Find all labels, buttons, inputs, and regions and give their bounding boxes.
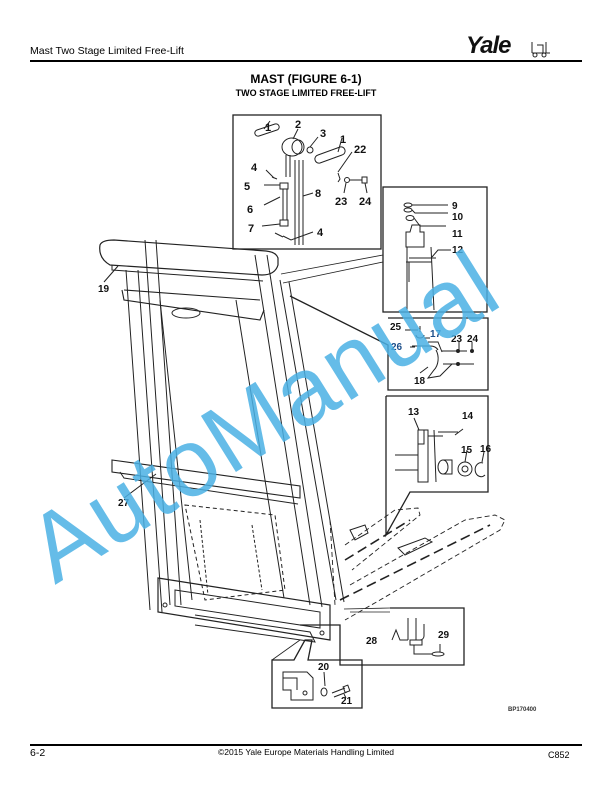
callout-12: 12 <box>452 245 464 256</box>
callout-14: 14 <box>462 411 474 422</box>
callout-13: 13 <box>408 407 420 418</box>
yale-logo: Yale <box>466 32 511 59</box>
header-rule <box>30 60 582 62</box>
callout-6: 6 <box>247 204 253 216</box>
callout-23a: 23 <box>335 196 347 208</box>
callout-17: 17 <box>430 329 442 340</box>
detail-box-roller <box>385 395 489 538</box>
callout-3: 3 <box>320 128 326 140</box>
callout-24b: 24 <box>467 334 479 345</box>
callout-27: 27 <box>118 498 130 509</box>
callout-25: 25 <box>390 322 402 333</box>
callout-29: 29 <box>438 630 450 641</box>
callout-7: 7 <box>248 223 254 235</box>
callout-21: 21 <box>341 696 353 707</box>
callout-28: 28 <box>366 636 378 647</box>
copyright: ©2015 Yale Europe Materials Handling Lim… <box>217 747 395 757</box>
figure-title: MAST (FIGURE 6-1) <box>250 72 362 86</box>
callout-22: 22 <box>354 144 366 156</box>
callout-23b: 23 <box>451 334 463 345</box>
detail-box-cylinder <box>382 186 488 313</box>
detail-box-chain-anchor <box>232 114 382 250</box>
figure-subtitle: TWO STAGE LIMITED FREE-LIFT <box>235 88 377 98</box>
callout-9: 9 <box>452 201 458 212</box>
detail-box-fork-stop <box>300 607 465 666</box>
callout-1a: 1 <box>265 122 271 134</box>
callout-8: 8 <box>315 188 321 200</box>
footer-rule <box>30 744 582 746</box>
callout-4a: 4 <box>251 162 258 174</box>
callout-11: 11 <box>452 229 463 240</box>
drawing-code: BP170400 <box>508 707 537 713</box>
callout-20: 20 <box>318 662 330 673</box>
callout-5: 5 <box>244 181 250 193</box>
page-number: 6-2 <box>30 747 46 759</box>
header-title: Mast Two Stage Limited Free-Lift <box>30 45 184 57</box>
document-code: C852 <box>548 750 570 760</box>
callout-16: 16 <box>480 444 492 455</box>
callout-26: 26 <box>391 342 403 353</box>
callout-24a: 24 <box>359 196 372 208</box>
callout-19: 19 <box>98 284 110 295</box>
callout-10: 10 <box>452 212 464 223</box>
callout-4b: 4 <box>317 227 324 239</box>
detail-box-chain-guide <box>289 295 489 391</box>
forklift-icon <box>531 42 550 58</box>
callout-15: 15 <box>461 445 473 456</box>
callout-2: 2 <box>295 119 301 131</box>
callout-18: 18 <box>414 376 426 387</box>
callout-1b: 1 <box>340 134 346 146</box>
